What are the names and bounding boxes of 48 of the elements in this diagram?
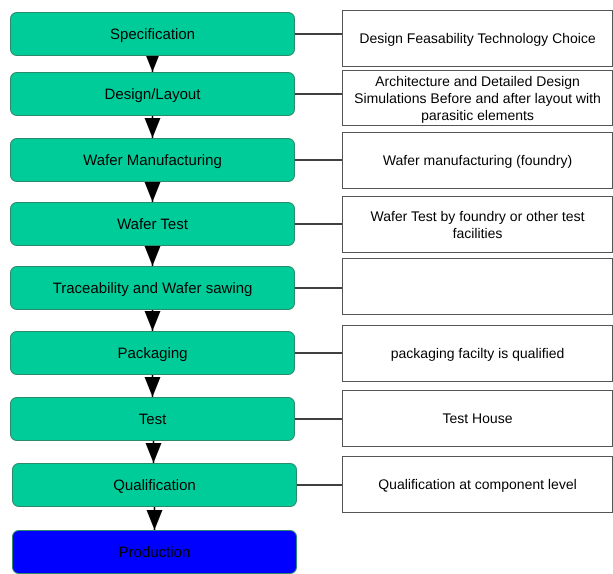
step-label: Wafer Manufacturing [83, 152, 222, 168]
step-label: Specification [110, 26, 196, 42]
note-box [342, 70, 613, 126]
step-label: Packaging [117, 344, 188, 362]
final-step-box [12, 530, 297, 574]
step-label: Design/Layout [104, 86, 200, 102]
step-label: Test [138, 410, 166, 428]
note-box [342, 325, 613, 382]
note-box [342, 456, 613, 513]
connector-line [295, 287, 342, 289]
arrow [144, 310, 160, 331]
process-box [10, 12, 295, 56]
process-box [10, 331, 295, 375]
connector-line [295, 159, 342, 161]
connector-line [295, 93, 342, 95]
step-label: Wafer Test [117, 216, 188, 232]
process-box [12, 463, 297, 507]
note-text: packaging facilty is qualified [390, 345, 564, 362]
process-box [10, 138, 295, 182]
process-box [10, 72, 295, 116]
connector-line [297, 484, 342, 486]
arrow [144, 116, 160, 138]
step-label: Traceability and Wafer sawing [52, 280, 252, 296]
note-box [342, 132, 613, 189]
connector-line [295, 223, 342, 225]
arrow [144, 375, 160, 397]
step-label: Production [118, 544, 190, 560]
connector-line [295, 33, 342, 35]
note-text: Qualification at component level [378, 476, 577, 493]
arrow [144, 182, 160, 202]
note-text: Architecture and Detailed Design Simulations Before and after layout with parasitic elements [353, 72, 602, 124]
arrow [144, 246, 160, 266]
note-box [342, 258, 613, 315]
process-box [10, 266, 295, 310]
connector-line [295, 418, 342, 420]
process-box [10, 202, 295, 246]
note-text: Test House [442, 410, 513, 427]
note-text: Wafer Test by foundry or other test facilities [370, 208, 586, 242]
arrow [146, 507, 162, 530]
note-box [342, 390, 613, 447]
note-box [342, 10, 613, 67]
note-text: Wafer manufacturing (foundry) [382, 152, 572, 169]
step-label: Qualification [113, 476, 196, 494]
note-box [342, 196, 613, 253]
process-box [10, 397, 295, 441]
connector-line [295, 352, 342, 354]
arrow [146, 441, 162, 463]
note-text: Design Feasability Technology Choice [359, 30, 596, 47]
